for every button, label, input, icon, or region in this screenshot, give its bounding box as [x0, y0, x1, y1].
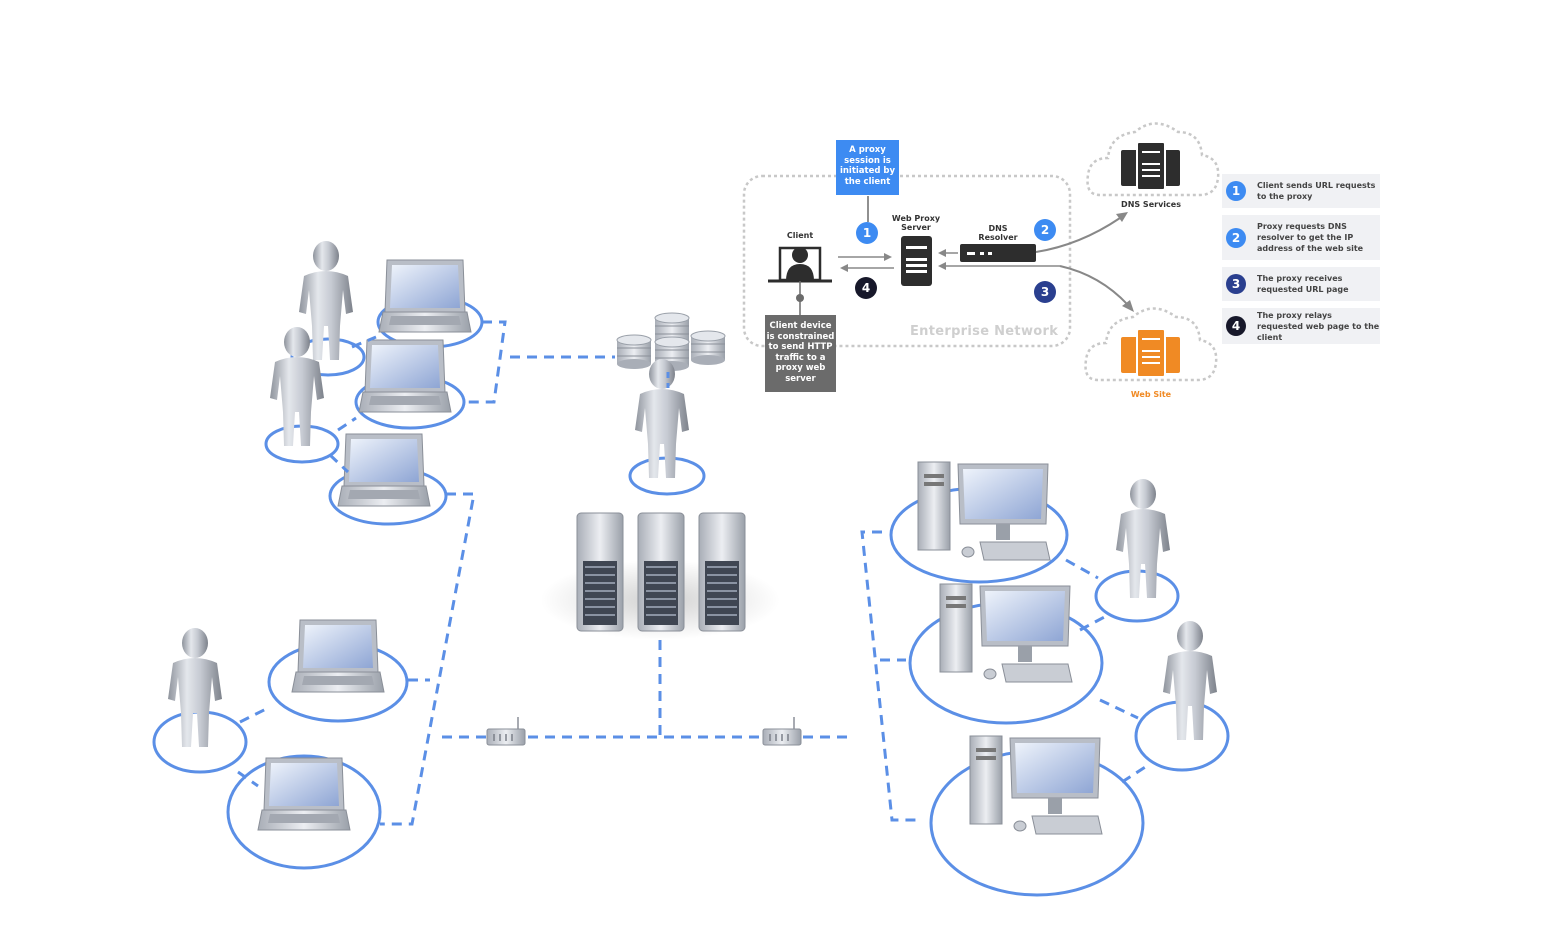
laptop-icon [257, 757, 351, 831]
laptop-icon [291, 619, 385, 693]
desktop-computer-icon [969, 735, 1103, 835]
user-icon [1163, 621, 1217, 740]
website-label: Web Site [1130, 390, 1172, 399]
legend-item-2: 2 Proxy requests DNS resolver to get the… [1222, 215, 1380, 260]
legend-badge-3: 3 [1226, 274, 1246, 294]
user-icon [1116, 479, 1170, 598]
database-icon [690, 330, 726, 366]
server-rack-icon [576, 512, 624, 632]
client-constraint-callout: Client device is constrained to send HTT… [765, 315, 836, 392]
dns-resolver-label: DNS Resolver [978, 224, 1018, 242]
client-label: Client [786, 231, 814, 240]
legend-text-1: Client sends URL requests to the proxy [1257, 181, 1376, 201]
laptop-icon [337, 433, 431, 507]
left-top-group [264, 241, 615, 526]
legend-item-3: 3 The proxy receives requested URL page [1222, 267, 1380, 301]
proxy-inset [742, 122, 1220, 382]
step-2-badge: 2 [1040, 223, 1050, 237]
database-icon [616, 334, 652, 370]
dns-services-label: DNS Services [1121, 200, 1181, 209]
legend-item-4: 4 The proxy relays requested web page to… [1222, 308, 1380, 344]
laptop-icon [358, 339, 452, 413]
server-rack-icon [698, 512, 746, 632]
legend-badge-4: 4 [1226, 316, 1246, 336]
left-bottom-group [152, 492, 852, 870]
legend-badge-1: 1 [1226, 181, 1246, 201]
step-4-badge: 4 [861, 281, 871, 295]
legend-text-4: The proxy relays requested web page to t… [1257, 310, 1380, 342]
legend-text-3: The proxy receives requested URL page [1257, 274, 1349, 294]
dns-servers-icon [1121, 141, 1180, 191]
legend-text-2: Proxy requests DNS resolver to get the I… [1257, 222, 1364, 253]
proxy-server-label: Web Proxy Server [891, 214, 941, 232]
desktop-computer-icon [917, 461, 1051, 561]
step-1-badge: 1 [862, 226, 872, 240]
switch-icon [762, 716, 802, 746]
right-group [860, 461, 1230, 897]
dns-resolver-icon [960, 244, 1036, 262]
user-icon [168, 628, 222, 747]
desktop-computer-icon [939, 583, 1073, 683]
laptop-icon [378, 259, 472, 333]
client-icon [768, 246, 832, 315]
server-rack-icon [637, 512, 685, 632]
switch-icon [486, 716, 526, 746]
legend-item-1: 1 Client sends URL requests to the proxy [1222, 174, 1380, 208]
step-3-badge: 3 [1040, 285, 1050, 299]
enterprise-network-label: Enterprise Network [910, 324, 1059, 339]
proxy-session-callout: A proxy session is initiated by the clie… [836, 140, 899, 195]
legend-badge-2: 2 [1226, 227, 1246, 248]
proxy-server-icon [867, 196, 932, 286]
website-servers-icon [1121, 328, 1180, 378]
center-group [540, 312, 780, 640]
